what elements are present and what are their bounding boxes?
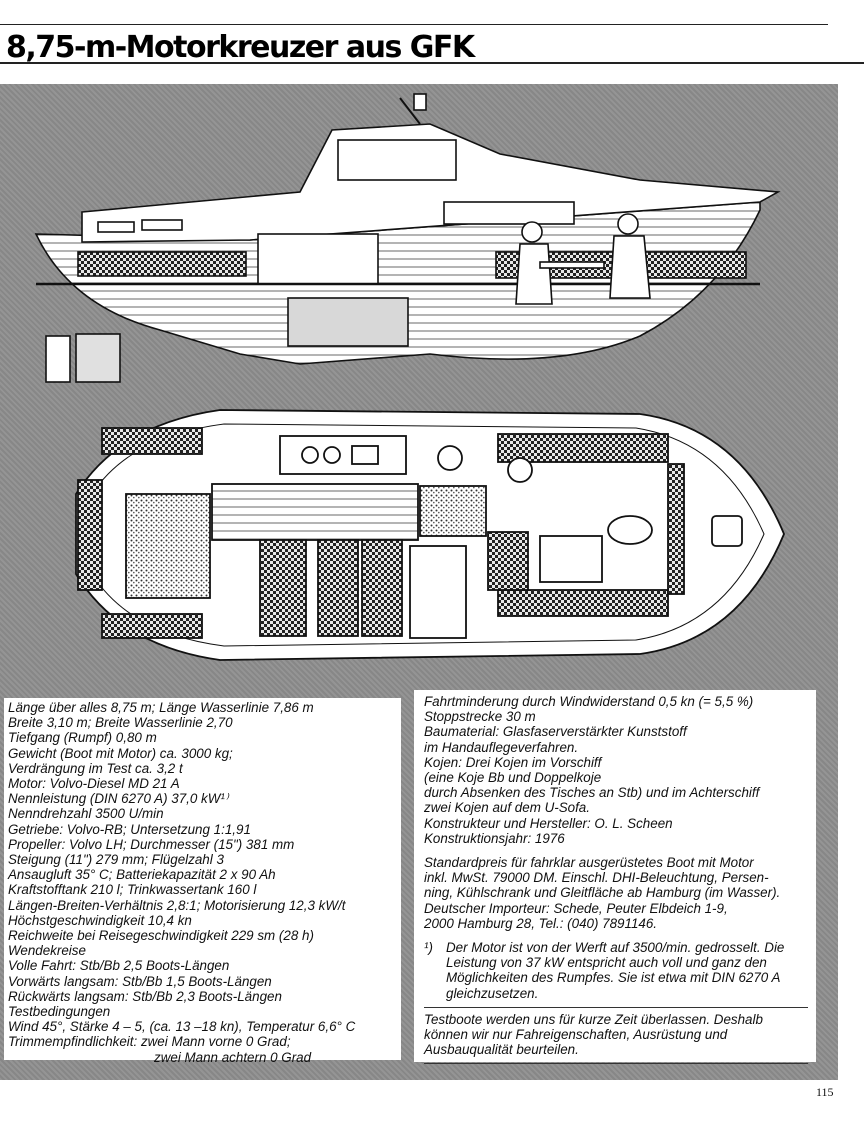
- flybridge: [337, 139, 457, 181]
- specs-right-box: Fahrtminderung durch Windwiderstand 0,5 …: [414, 690, 816, 1065]
- spec-line: Konstrukteur und Hersteller: O. L. Schee…: [424, 815, 673, 831]
- price-line: Deutscher Importeur: Schede, Peuter Elbd…: [424, 900, 728, 916]
- spec-line: Höchstgeschwindigkeit 10,4 kn: [8, 912, 192, 928]
- plan-view: [75, 409, 785, 661]
- rudder: [45, 335, 71, 383]
- footnote-line: Der Motor ist von der Werft auf 3500/min…: [446, 940, 785, 956]
- title-underline: [0, 62, 864, 64]
- spec-line: Kraftstofftank 210 l; Trinkwassertank 16…: [8, 882, 257, 898]
- price-line: 2000 Hamburg 28, Tel.: (040) 7891146.: [424, 915, 658, 931]
- spec-line: Propeller: Volvo LH; Durchmesser (15") 3…: [8, 836, 295, 852]
- note-line: Testboote werden uns für kurze Zeit über…: [424, 1011, 763, 1027]
- plan-forward-settee-bottom: [497, 589, 669, 617]
- spec-line: Getriebe: Volvo-RB; Untersetzung 1:1,91: [8, 821, 251, 837]
- note-line: Ausbauqualität beurteilen.: [424, 1042, 579, 1058]
- top-rule: [0, 24, 828, 25]
- spec-line: (eine Koje Bb und Doppelkoje: [424, 770, 602, 786]
- person-plan-2: [607, 515, 653, 545]
- spec-line: Wendekreise: [8, 943, 86, 959]
- boat-illustration: [34, 93, 785, 661]
- plan-hatch: [711, 515, 743, 547]
- side-galley: [257, 233, 379, 285]
- spec-line: Konstruktionsjahr: 1976: [424, 830, 565, 846]
- side-cabin-roof: [81, 123, 781, 243]
- spec-line: Ansaugluft 35° C; Batteriekapazität 2 x …: [8, 867, 276, 883]
- specs-left-box: Länge über alles 8,75 m; Länge Wasserlin…: [4, 698, 401, 1065]
- plan-aft-bunk: [125, 493, 211, 599]
- spec-line: durch Absenken des Tisches an Stb) und i…: [424, 785, 760, 801]
- side-window-fwd: [443, 201, 575, 225]
- footnote-mark: ¹): [424, 940, 433, 956]
- article-title: 8,75-m-Motorkreuzer aus GFK: [6, 30, 475, 65]
- footnote-line: gleichzusetzen.: [446, 985, 539, 1001]
- spec-line: Volle Fahrt: Stb/Bb 2,5 Boots-Längen: [8, 958, 230, 974]
- plan-forward-settee-top: [497, 433, 669, 463]
- spec-line: Breite 3,10 m; Breite Wasserlinie 2,70: [8, 715, 233, 731]
- spec-line: Motor: Volvo-Diesel MD 21 A: [8, 776, 180, 792]
- spec-line: zwei Mann achtern 0 Grad: [154, 1049, 312, 1065]
- spec-line: Testbedingungen: [8, 1004, 111, 1020]
- footnote-line: Leistung von 37 kW entspricht auch voll …: [446, 955, 767, 971]
- price-line: ning, Kühlschrank und Gleitfläche ab Ham…: [424, 885, 781, 901]
- spec-line: Tiefgang (Rumpf) 0,80 m: [8, 730, 157, 746]
- note-line: können wir nur Fahreigenschaften, Ausrüs…: [424, 1027, 728, 1043]
- person-seated-2: [617, 213, 639, 235]
- spec-line: Verdrängung im Test ca. 3,2 t: [8, 760, 183, 776]
- plan-aft-settee: [77, 479, 103, 591]
- illustration-panel: [0, 84, 838, 1080]
- spec-line: Nenndrehzahl 3500 U/min: [8, 806, 164, 822]
- side-settee-aft: [77, 251, 247, 277]
- spec-line: Wind 45°, Stärke 4 – 5, (ca. 13 –18 kn),…: [8, 1019, 356, 1035]
- spec-line: Fahrtminderung durch Windwiderstand 0,5 …: [424, 694, 754, 709]
- person-plan-1: [507, 457, 533, 483]
- spec-line: Steigung (11") 279 mm; Flügelzahl 3: [8, 852, 224, 868]
- spec-line: Stoppstrecke 30 m: [424, 709, 536, 725]
- plan-galley: [279, 435, 407, 475]
- plan-seat-3: [361, 539, 403, 637]
- footnote: ¹) Der Motor ist von der Werft auf 3500/…: [424, 940, 808, 1001]
- spec-line: Kojen: Drei Kojen im Vorschiff: [424, 754, 602, 770]
- side-window-aft: [97, 221, 135, 233]
- plan-helm: [409, 545, 467, 639]
- note-divider-bottom: [424, 1063, 808, 1065]
- plan-forward-table: [539, 535, 603, 583]
- spec-line: Rückwärts langsam: Stb/Bb 2,3 Boots-Läng…: [8, 988, 282, 1004]
- spec-line: Längen-Breiten-Verhältnis 2,8:1; Motoris…: [8, 897, 346, 913]
- price-line: Standardpreis für fahrklar ausgerüstetes…: [424, 855, 754, 871]
- spec-line: Reichweite bei Reisegeschwindigkeit 229 …: [8, 928, 314, 944]
- spec-line: im Handauflegeverfahren.: [424, 739, 579, 755]
- plan-seat-1: [259, 539, 307, 637]
- plan-saloon-floor: [211, 483, 419, 541]
- side-window-mid: [141, 219, 183, 231]
- side-engine-box: [287, 297, 409, 347]
- spec-line: Gewicht (Boot mit Motor) ca. 3000 kg;: [8, 745, 233, 761]
- price-line: inkl. MwSt. 79000 DM. Einschl. DHI-Beleu…: [424, 870, 769, 886]
- page-number: 115: [816, 1085, 834, 1099]
- side-table: [539, 261, 605, 269]
- spec-line: Vorwärts langsam: Stb/Bb 1,5 Boots-Länge…: [8, 973, 272, 989]
- spec-line: Baumaterial: Glasfaserverstärkter Kunsts…: [424, 724, 687, 740]
- side-view: [34, 93, 781, 383]
- plan-seat-2: [317, 539, 359, 637]
- spec-line: Nennleistung (DIN 6270 A) 37,0 kW¹⁾: [8, 791, 229, 807]
- note-divider-top: [424, 1006, 808, 1008]
- spec-line: Länge über alles 8,75 m; Länge Wasserlin…: [8, 700, 314, 715]
- spec-line: zwei Kojen auf dem U-Sofa.: [424, 800, 590, 816]
- person-seated-1: [521, 221, 543, 243]
- spec-line: Trimmempfindlichkeit: zwei Mann vorne 0 …: [8, 1034, 291, 1050]
- footnote-line: Möglichkeiten des Rumpfes. Sie ist etwa …: [446, 970, 781, 986]
